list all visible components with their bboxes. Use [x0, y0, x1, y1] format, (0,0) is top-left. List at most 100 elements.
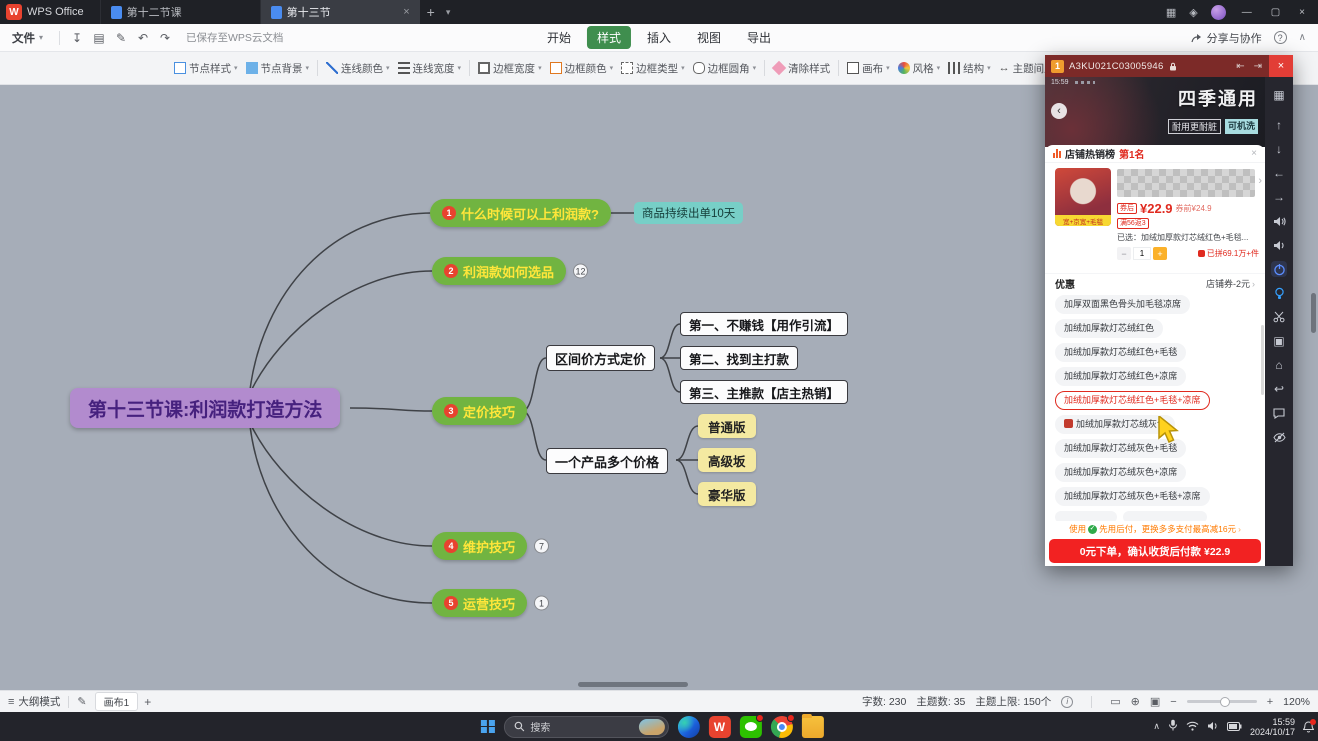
volume-icon[interactable]: [1207, 718, 1219, 736]
edge-app-icon[interactable]: [677, 715, 700, 738]
sku-option[interactable]: 加绒加厚款灯芯绒灰色+凉席: [1055, 463, 1187, 482]
tab-list-icon[interactable]: ▾: [445, 6, 451, 17]
add-canvas-button[interactable]: +: [144, 694, 152, 709]
collapsed-count-badge[interactable]: 12: [573, 263, 589, 279]
screenshot-icon[interactable]: ▣: [1273, 334, 1285, 348]
toolbar-canvas[interactable]: 画布▾: [843, 58, 894, 79]
tab-start[interactable]: 开始: [546, 31, 571, 45]
chevron-right-icon[interactable]: ›: [1258, 175, 1262, 187]
wps-logo-icon[interactable]: W: [6, 4, 22, 20]
buy-button[interactable]: 0元下单，确认收货后付款 ¥22.9: [1049, 539, 1261, 563]
toolbar-line-width[interactable]: 连线宽度▾: [394, 58, 466, 79]
mindmap-node-multi-price[interactable]: 一个产品多个价格: [546, 448, 669, 474]
zoom-in-button[interactable]: +: [1266, 695, 1274, 708]
collapse-ribbon-icon[interactable]: ∧: [1298, 32, 1306, 43]
mic-icon[interactable]: [1168, 718, 1178, 736]
format-painter-icon[interactable]: ✎: [115, 30, 127, 45]
brush-icon[interactable]: ✎: [77, 696, 87, 708]
mindmap-branch-1[interactable]: 1 什么时候可以上利润款?: [430, 199, 611, 227]
toolbar-node-style[interactable]: 节点样式▾: [170, 58, 242, 79]
arrow-up-icon[interactable]: ↑: [1276, 118, 1282, 132]
vertical-scrollbar[interactable]: [1311, 293, 1316, 333]
info-icon[interactable]: i: [1061, 695, 1074, 708]
next-device-icon[interactable]: ⇥: [1253, 60, 1262, 72]
search-input[interactable]: 搜索: [503, 715, 669, 738]
minimize-button[interactable]: —: [1241, 6, 1252, 18]
back-button[interactable]: ‹: [1051, 103, 1067, 119]
lightbulb-icon[interactable]: [1271, 285, 1287, 301]
file-explorer-icon[interactable]: [801, 713, 824, 738]
new-tab-button[interactable]: +: [426, 4, 435, 20]
arrow-down-icon[interactable]: ↓: [1276, 142, 1282, 156]
sku-option[interactable]: 加绒加厚款灯芯绒灰色+毛毯: [1055, 439, 1187, 458]
mindmap-branch-4[interactable]: 4 维护技巧 7: [432, 532, 550, 560]
arrow-left-icon[interactable]: ←: [1273, 166, 1285, 180]
redo-icon[interactable]: ↷: [159, 30, 171, 45]
horizontal-scrollbar[interactable]: [578, 682, 688, 687]
collapsed-count-badge[interactable]: 1: [534, 595, 550, 611]
mindmap-node-interval-2[interactable]: 第二、找到主打款: [680, 346, 799, 370]
home-icon[interactable]: ⌂: [1275, 358, 1283, 372]
browser-app-icon[interactable]: [770, 713, 795, 738]
toolbar-node-background[interactable]: 节点背景▾: [242, 58, 314, 79]
print-icon[interactable]: ▤: [93, 30, 105, 45]
canvas-tab[interactable]: 画布1: [94, 692, 139, 711]
tab-export[interactable]: 导出: [747, 31, 772, 45]
tab-style[interactable]: 样式: [586, 26, 631, 49]
zoom-out-button[interactable]: −: [1170, 695, 1177, 708]
toolbar-border-width[interactable]: 边框宽度▾: [474, 58, 546, 79]
prev-device-icon[interactable]: ⇤: [1236, 60, 1245, 72]
sku-option[interactable]: 加绒加厚款灯芯绒灰色: [1055, 415, 1176, 434]
messaging-app-icon[interactable]: [739, 713, 764, 738]
mindmap-node-interval-1[interactable]: 第一、不赚钱【用作引流】: [680, 312, 849, 336]
mindmap-branch-5[interactable]: 5 运营技巧 1: [432, 589, 550, 617]
save-icon[interactable]: ↧: [71, 30, 83, 45]
qty-minus-button[interactable]: −: [1117, 247, 1131, 260]
locate-icon[interactable]: ⊕: [1130, 696, 1140, 708]
mindmap-branch-2[interactable]: 2 利润款如何选品 12: [432, 257, 589, 285]
arrow-right-icon[interactable]: →: [1273, 190, 1285, 204]
battery-icon[interactable]: [1226, 718, 1242, 736]
search-highlight-image[interactable]: [638, 718, 665, 735]
tray-expand-icon[interactable]: ∧: [1153, 721, 1160, 731]
collapsed-count-badge[interactable]: 7: [534, 538, 550, 554]
sku-option-selected[interactable]: 加绒加厚款灯芯绒红色+毛毯+凉席: [1055, 391, 1210, 410]
mindmap-node-version-deluxe[interactable]: 豪华版: [698, 482, 756, 506]
tab-view[interactable]: 视图: [697, 31, 722, 45]
return-icon[interactable]: ↩: [1273, 382, 1285, 396]
power-icon[interactable]: [1271, 261, 1287, 277]
toolbar-border-radius[interactable]: 边框圆角▾: [689, 58, 761, 79]
mindmap-node-interval-3[interactable]: 第三、主推款【店主热销】: [680, 380, 849, 404]
sku-option[interactable]: 加绒加厚款灯芯绒红色+凉席: [1055, 367, 1187, 386]
undo-icon[interactable]: ↶: [137, 30, 149, 45]
sku-option[interactable]: 加绒加厚款灯芯绒红色+毛毯: [1055, 343, 1187, 362]
file-menu[interactable]: 文件 ▾: [0, 30, 53, 46]
sku-option[interactable]: 加厚双面黑色骨头加毛毯凉席: [1055, 295, 1191, 314]
minimap-icon[interactable]: ▭: [1110, 696, 1121, 708]
multi-screen-icon[interactable]: ▦: [1273, 88, 1285, 102]
mindmap-node-interval-pricing[interactable]: 区间价方式定价: [546, 345, 656, 371]
toolbar-border-type[interactable]: 边框类型▾: [617, 58, 689, 79]
toolbar-border-color[interactable]: 边框颜色▾: [546, 58, 618, 79]
toolbar-clear-style[interactable]: 清除样式: [769, 58, 834, 79]
eye-off-icon[interactable]: [1271, 429, 1287, 445]
share-button[interactable]: 分享与协作: [1191, 30, 1262, 46]
close-button[interactable]: ×: [1299, 6, 1305, 18]
tab-insert[interactable]: 插入: [646, 31, 672, 45]
hot-rank-banner[interactable]: 店铺热销榜 第1名 ×: [1045, 145, 1265, 163]
doc-tab-1[interactable]: 第十二节课: [99, 0, 260, 24]
doc-tab-2[interactable]: 第十三节 ×: [259, 0, 420, 24]
zoom-slider-thumb[interactable]: [1220, 696, 1231, 707]
outline-mode-button[interactable]: ≡ 大纲模式: [8, 694, 60, 709]
mindmap-node-duration[interactable]: 商品持续出单10天: [634, 202, 744, 224]
message-icon[interactable]: [1271, 405, 1287, 421]
wifi-icon[interactable]: [1186, 718, 1199, 736]
discount-row[interactable]: 优惠 店铺券-2元›: [1045, 273, 1265, 293]
close-banner-icon[interactable]: ×: [1251, 148, 1257, 159]
close-tab-icon[interactable]: ×: [403, 6, 410, 18]
sku-option[interactable]: 加绒加厚款灯芯绒灰色+毛毯+凉席: [1055, 487, 1210, 506]
toolbar-line-color[interactable]: 连线颜色▾: [322, 58, 394, 79]
toolbar-structure[interactable]: 结构▾: [944, 58, 995, 79]
wps-app-icon[interactable]: W: [708, 715, 731, 738]
toolbar-style-theme[interactable]: 风格▾: [894, 58, 945, 79]
